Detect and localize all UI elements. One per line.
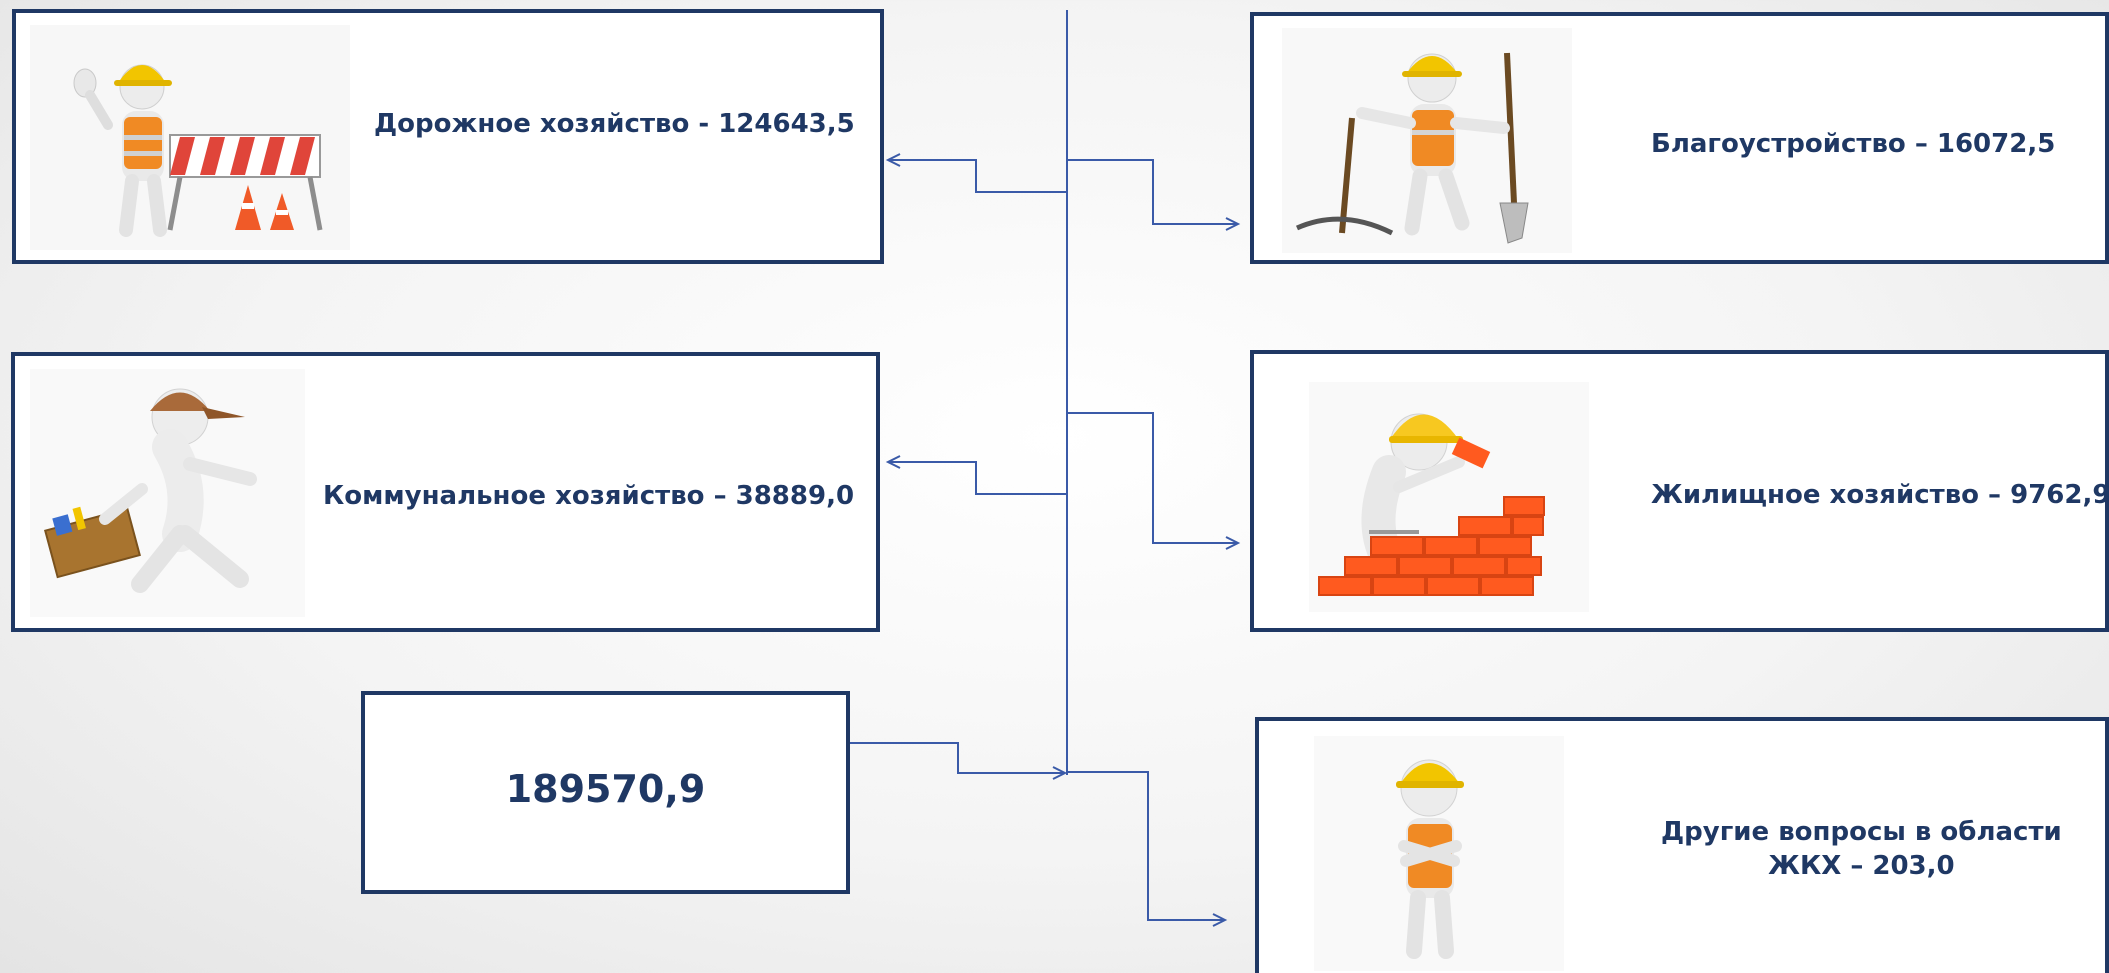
connector-communal — [888, 461, 1067, 495]
other-housing-issues-box: Другие вопросы в области ЖКХ – 203,0 — [1255, 717, 2109, 973]
connector-housing — [1067, 412, 1238, 544]
worker-toolbox-icon — [30, 369, 305, 617]
connector-other — [1067, 771, 1225, 921]
total-box: 189570,9 — [361, 691, 850, 894]
connector-landscaping — [1067, 159, 1238, 225]
connector-total — [850, 742, 1063, 774]
connector-road — [888, 159, 1067, 193]
worker-shovel-icon — [1282, 28, 1572, 253]
worker-barrier-icon — [30, 25, 350, 250]
housing-label: Жилищное хозяйство – 9762,9 — [1651, 480, 2109, 510]
communal-services-box: Коммунальное хозяйство – 38889,0 — [11, 352, 880, 632]
road-management-box: Дорожное хозяйство - 124643,5 — [12, 9, 884, 264]
landscaping-box: Благоустройство – 16072,5 — [1250, 12, 2109, 264]
worker-bricks-icon — [1309, 382, 1589, 612]
other-housing-issues-line2: ЖКХ – 203,0 — [1768, 851, 1955, 881]
road-management-label: Дорожное хозяйство - 124643,5 — [374, 109, 855, 139]
communal-services-label: Коммунальное хозяйство – 38889,0 — [323, 481, 855, 511]
other-housing-issues-line1: Другие вопросы в области — [1661, 817, 2062, 847]
other-housing-issues-label: Другие вопросы в области ЖКХ – 203,0 — [1661, 815, 2062, 883]
landscaping-label: Благоустройство – 16072,5 — [1651, 129, 2056, 159]
housing-box: Жилищное хозяйство – 9762,9 — [1250, 350, 2109, 632]
total-value: 189570,9 — [505, 767, 706, 811]
worker-arms-crossed-icon — [1314, 736, 1564, 971]
